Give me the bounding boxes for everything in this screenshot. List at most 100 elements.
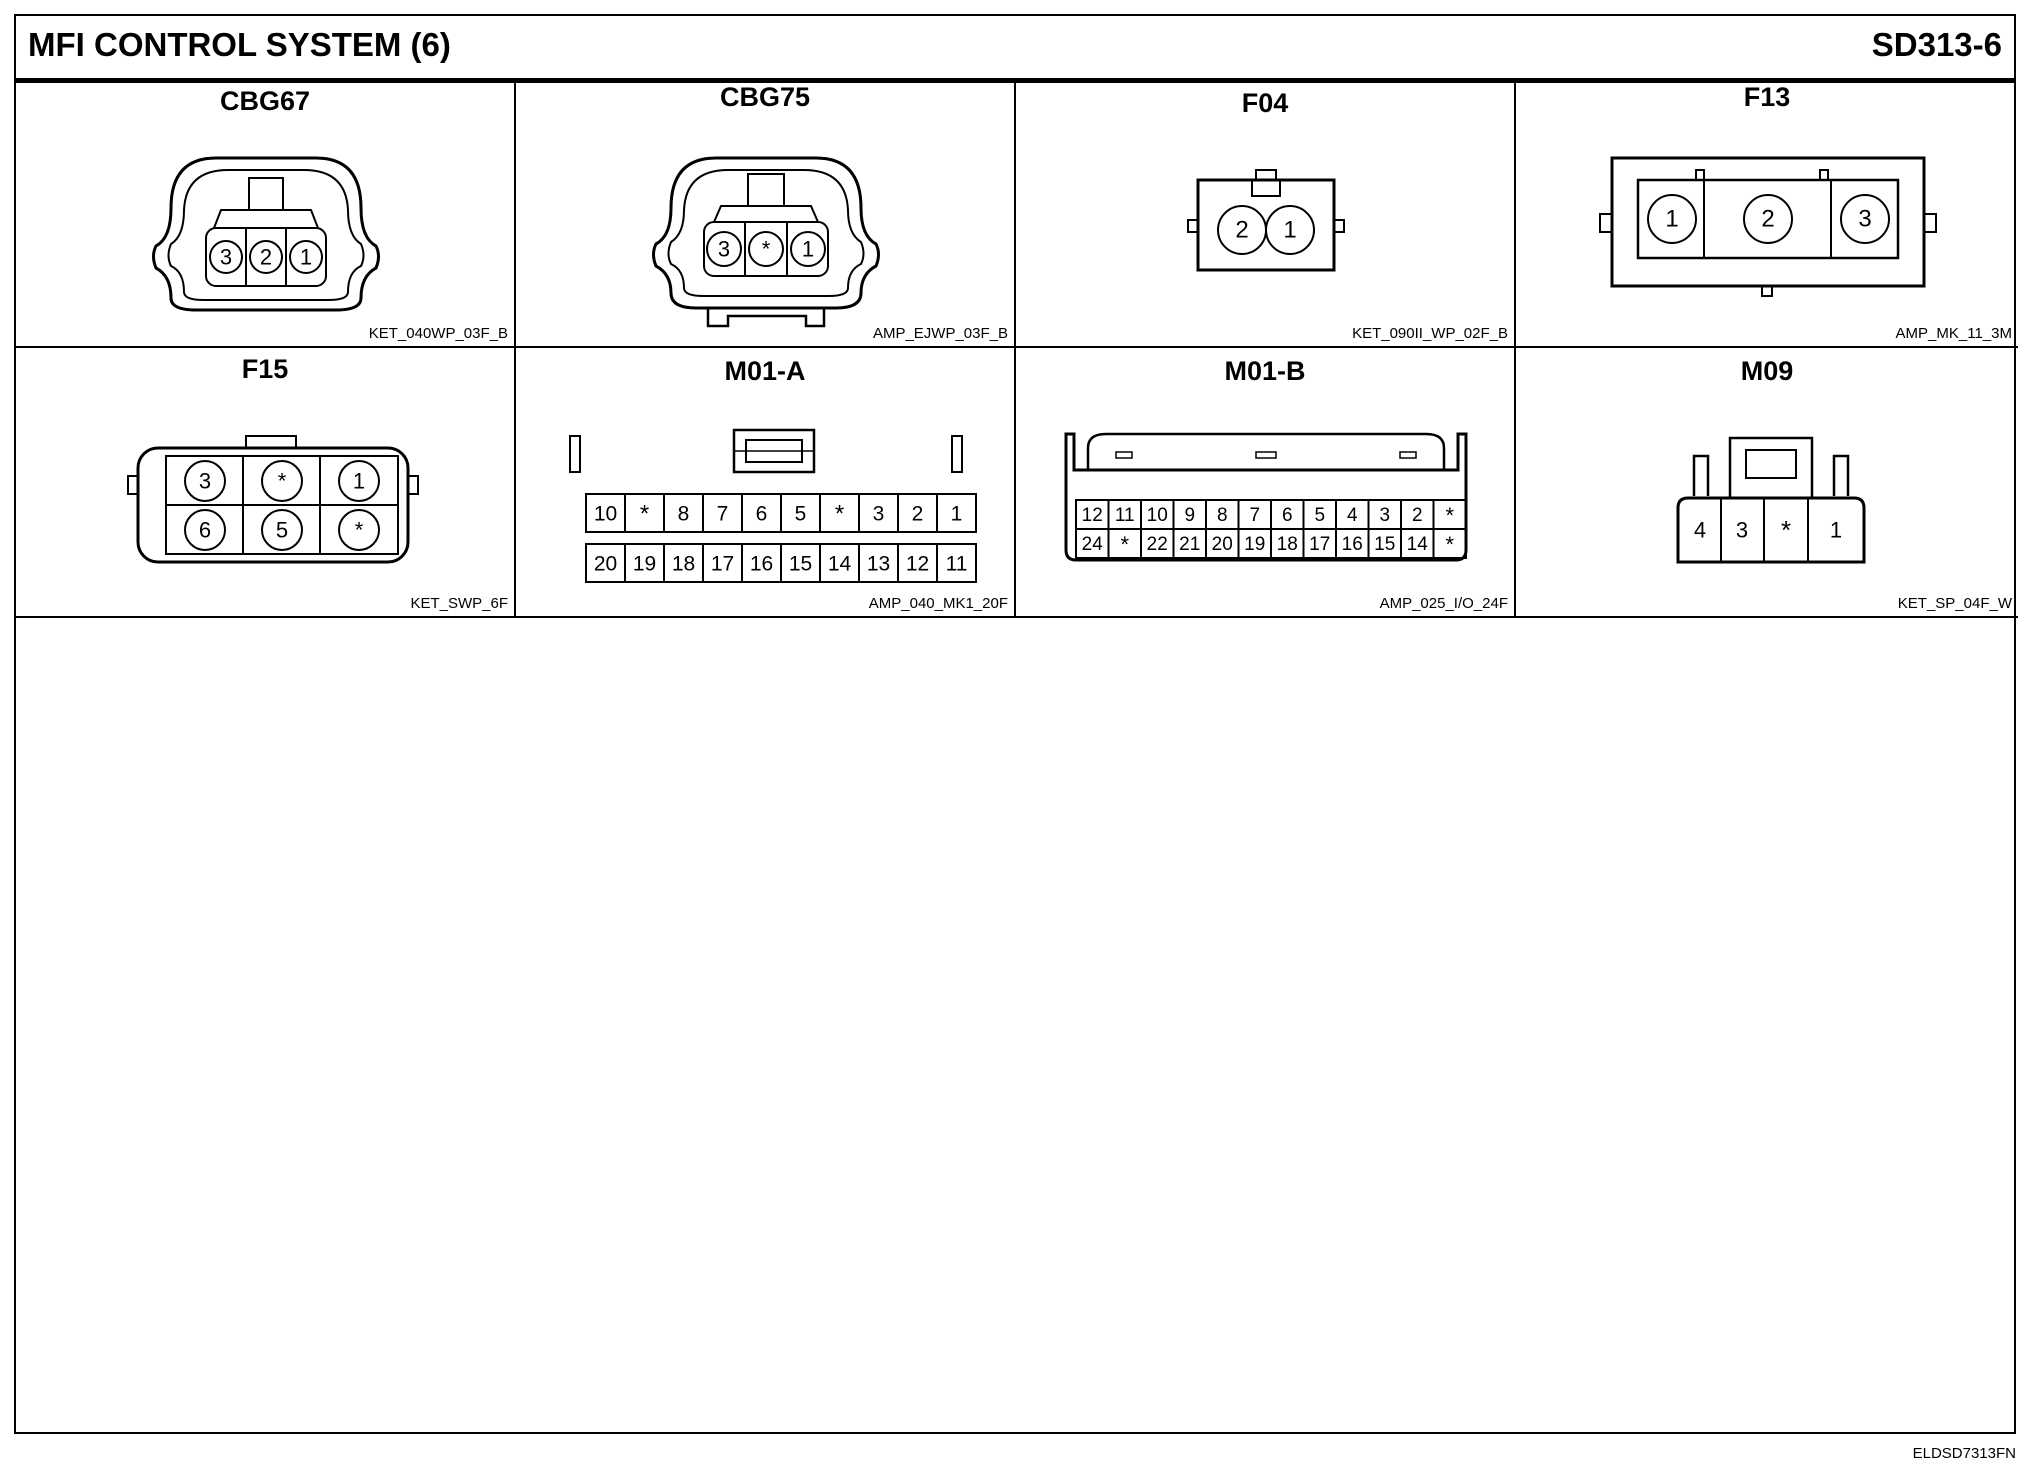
pin-circle [790,231,826,267]
pin-label: 3 [873,503,885,526]
pin-label: 2 [1235,217,1248,244]
pin-label: 12 [906,553,929,576]
pin-label: 11 [1115,505,1135,526]
pin-label: 22 [1147,534,1168,555]
connector-code: AMP_040_MK1_20F [868,595,1008,612]
pin-label: 1 [951,503,963,526]
pin-label: 13 [867,553,890,576]
pin-label: 6 [756,503,768,526]
pin-label: 14 [828,553,852,576]
connector-code: AMP_MK_11_3M [1895,325,2012,342]
pin-circle [338,460,380,502]
pin-label: 2 [260,245,272,270]
connector-code: KET_040WP_03F_B [368,325,508,342]
connector-code: AMP_025_I/O_24F [1379,595,1508,612]
page-title: MFI CONTROL SYSTEM (6) [28,26,451,63]
pin-label: 3 [1736,518,1748,543]
pin-label: 1 [802,237,814,262]
pin-label: 5 [1314,505,1325,526]
pin-circle [1743,194,1793,244]
pin-circle [261,509,303,551]
connector-name: F13 [1743,82,1791,112]
pin-label: 24 [1082,534,1104,555]
pin-circle [184,509,226,551]
pin-label: 6 [1282,505,1293,526]
pin-label: 12 [1082,505,1103,526]
pin-label: 7 [717,503,729,526]
pin-label: 3 [220,245,232,270]
pin-label: * [762,237,771,262]
pin-label: * [1445,532,1454,557]
pin-label: 20 [594,553,617,576]
pin-label: 16 [750,553,773,576]
pin-label: 1 [1665,206,1678,233]
pin-circle [289,240,323,274]
pin-label: 15 [789,553,812,576]
pin-circle [209,240,243,274]
pin-label: 10 [1147,505,1168,526]
pin-label: 3 [1379,505,1390,526]
pin-label: 9 [1184,505,1195,526]
pin-label: 17 [1309,534,1330,555]
pin-label: 18 [672,553,695,576]
pin-label: 1 [353,469,365,494]
pin-circle [249,240,283,274]
pin-circle [748,231,784,267]
pin-label: * [278,469,287,494]
connector-name: F15 [241,354,289,384]
pin-label: 8 [1217,505,1228,526]
connector-name: M01-B [1224,356,1306,386]
pin-label: 3 [718,237,730,262]
connector-code: KET_090II_WP_02F_B [1352,325,1508,342]
pin-label: * [640,501,649,528]
pin-circle [1265,205,1315,255]
pin-label: 2 [1412,505,1423,526]
pin-label: 19 [633,553,656,576]
pin-cell [936,493,977,533]
pin-circle [706,231,742,267]
pin-label: 4 [1694,518,1706,543]
pin-cell [936,543,977,583]
pin-label: 18 [1277,534,1298,555]
pin-label: * [835,501,844,528]
pin-label: 19 [1244,534,1265,555]
connector-cell-cbg75: 3 * 1 CBG75 AMP_EJWP_03F_B [516,78,1016,348]
pin-circle [261,460,303,502]
connector-name: CBG75 [719,82,811,112]
connector-code: KET_SP_04F_W [1897,595,2012,612]
connector-code: KET_SWP_6F [410,595,508,612]
connector-name: M09 [1740,356,1794,386]
pin-label: 14 [1407,534,1429,555]
pin-label: 7 [1249,505,1260,526]
pin-circle [1647,194,1697,244]
pin-label: 6 [199,518,211,543]
pin-label: 17 [711,553,734,576]
pin-label: 16 [1342,534,1363,555]
pin-label: 2 [912,503,924,526]
pin-label: 3 [199,469,211,494]
pin-label: 4 [1347,505,1358,526]
pin-label: 1 [1283,217,1296,244]
pin-label: 11 [946,553,968,576]
pin-label: 1 [1830,518,1842,543]
pin-label: * [1120,532,1129,557]
pin-label: 21 [1179,534,1200,555]
pin-label: 3 [1858,206,1871,233]
connector-name: F04 [1241,88,1289,118]
pin-label: 8 [678,503,690,526]
pin-label: 10 [594,503,617,526]
connector-code: AMP_EJWP_03F_B [872,325,1008,342]
pin-label: 5 [276,518,288,543]
